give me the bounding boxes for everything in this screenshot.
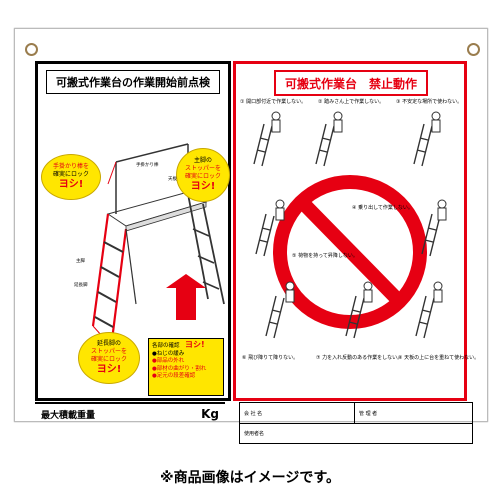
rule-item: ⑦ 力を入れ反動のある作業をしない。 bbox=[316, 355, 403, 361]
rule-item: ② 踏みさん上で作業しない。 bbox=[318, 99, 385, 105]
company-info-form: 会 社 名 管 理 者 使用者名 bbox=[239, 402, 473, 444]
company-row: 会 社 名 管 理 者 bbox=[240, 403, 472, 424]
label-handrail: 手掛かり棒 bbox=[136, 163, 159, 168]
prohibited-title: 可搬式作業台 禁止動作 bbox=[274, 70, 428, 96]
rule-item: ① 開口部付近で作業しない。 bbox=[240, 99, 307, 105]
bubble-ext-leg: 延長脚の ストッパーを 確実にロック ヨシ! bbox=[78, 332, 140, 384]
bubble-ext-leg-line2: ストッパーを bbox=[90, 348, 127, 355]
bubble-ext-leg-line1: 延長脚の bbox=[96, 340, 121, 347]
user-label: 使用者名 bbox=[244, 430, 265, 437]
check-list-box: 各部の確認 ヨシ! ●ねじの緩み ●部品の外れ ●部材の曲がり・割れ ●足元の段… bbox=[148, 338, 224, 396]
prohibition-illustration bbox=[253, 111, 447, 339]
check-item: ●部材の曲がり・割れ bbox=[152, 365, 207, 372]
image-caption: ※商品画像はイメージです。 bbox=[160, 470, 340, 486]
check-item: ●部品の外れ bbox=[152, 358, 185, 364]
bubble-handrail-line2: 確実にロック bbox=[52, 171, 89, 178]
bubble-handrail: 手掛かり棒を 確実にロック ヨシ! bbox=[41, 154, 101, 200]
max-load-label: 最大積載重量 bbox=[41, 410, 96, 421]
max-load-row: 最大積載重量 Kg bbox=[35, 402, 225, 424]
bubble-main-leg-line3: 確実にロック bbox=[184, 173, 221, 180]
grommet-left bbox=[25, 43, 38, 56]
check-title: 各部の確認 bbox=[152, 343, 180, 349]
check-ok: ヨシ! bbox=[185, 340, 205, 349]
grommet-right bbox=[467, 43, 480, 56]
manager-label: 管 理 者 bbox=[354, 403, 377, 423]
user-row: 使用者名 bbox=[240, 423, 472, 443]
label-main-leg: 主脚 bbox=[76, 259, 85, 264]
rule-item: ⑥ 飛び降りて降りない。 bbox=[242, 355, 299, 361]
max-load-unit: Kg bbox=[201, 407, 219, 421]
inspection-title: 可搬式作業台の作業開始前点検 bbox=[46, 70, 220, 94]
rule-item: ③ 不安定な場所で使わない。 bbox=[396, 99, 463, 105]
rule-item: ⑧ 天板の上に台を重ねて使わない。 bbox=[398, 355, 480, 361]
inspection-panel: 可搬式作業台の作業開始前点検 bbox=[35, 61, 231, 401]
bubble-main-leg-line1: 主脚の bbox=[193, 157, 212, 164]
company-label: 会 社 名 bbox=[244, 410, 263, 417]
bubble-main-leg-line2: ストッパーを bbox=[184, 165, 221, 172]
rule-item: ⑤ 荷物を持って昇降しない。 bbox=[292, 253, 358, 259]
check-item: ●ねじの緩み bbox=[152, 350, 185, 357]
bubble-handrail-line1: 手掛かり棒を bbox=[52, 163, 89, 170]
bubble-main-leg-ok: ヨシ! bbox=[190, 181, 216, 192]
bubble-handrail-ok: ヨシ! bbox=[58, 179, 84, 190]
rule-item: ④ 乗り出して作業しない。 bbox=[352, 205, 413, 211]
bubble-ext-leg-line3: 確実にロック bbox=[90, 356, 127, 363]
prohibited-panel: 可搬式作業台 禁止動作 bbox=[233, 61, 479, 401]
bubble-main-leg: 主脚の ストッパーを 確実にロック ヨシ! bbox=[176, 148, 230, 202]
label-top-plate: 天板 bbox=[168, 177, 177, 182]
label-ext-leg: 延長脚 bbox=[74, 283, 88, 288]
check-item: ●足元の段差確認 bbox=[152, 373, 196, 379]
sign-board: 可搬式作業台の作業開始前点検 bbox=[14, 28, 488, 444]
bubble-ext-leg-ok: ヨシ! bbox=[96, 364, 122, 375]
